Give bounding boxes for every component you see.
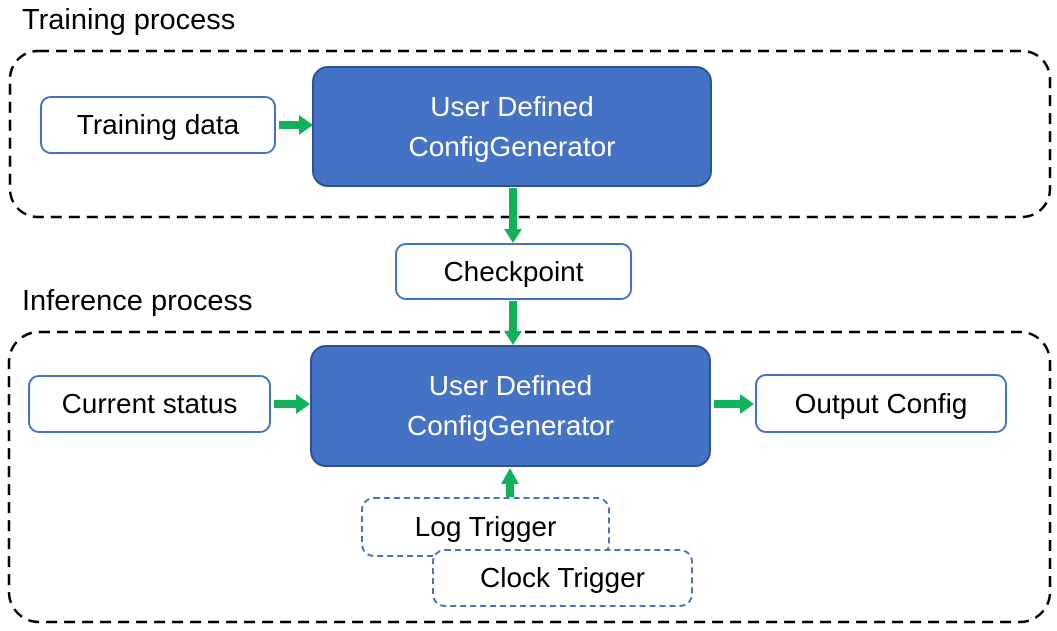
config-generator-training-box: User Defined ConfigGenerator <box>312 66 712 187</box>
arrow-checkpoint-to-generator-icon <box>504 301 522 345</box>
inference-process-label: Inference process <box>22 285 253 317</box>
config-generator-inference-line1: User Defined <box>428 370 593 401</box>
log-trigger-box: Log Trigger <box>361 497 610 557</box>
training-data-box: Training data <box>40 96 276 154</box>
config-generator-training-line1: User Defined <box>430 90 594 122</box>
arrow-generator-to-output-config-icon <box>714 394 754 414</box>
current-status-box: Current status <box>28 375 271 433</box>
clock-trigger-box: Clock Trigger <box>432 549 693 607</box>
inference-process-container <box>7 330 1052 624</box>
arrow-generator-to-checkpoint-icon <box>504 188 522 243</box>
config-generator-training-line2: ConfigGenerator <box>408 130 616 162</box>
arrow-triggers-to-generator-icon <box>501 468 519 497</box>
arrow-current-status-to-generator-icon <box>274 394 310 414</box>
arrow-training-data-to-generator-icon <box>279 115 313 135</box>
output-config-box: Output Config <box>755 374 1007 433</box>
training-process-container <box>8 49 1052 219</box>
config-generator-inference-box: User Defined ConfigGenerator <box>310 345 711 467</box>
checkpoint-box: Checkpoint <box>395 243 632 300</box>
training-process-label: Training process <box>22 4 236 36</box>
config-generator-inference-line2: ConfigGenerator <box>406 410 614 441</box>
